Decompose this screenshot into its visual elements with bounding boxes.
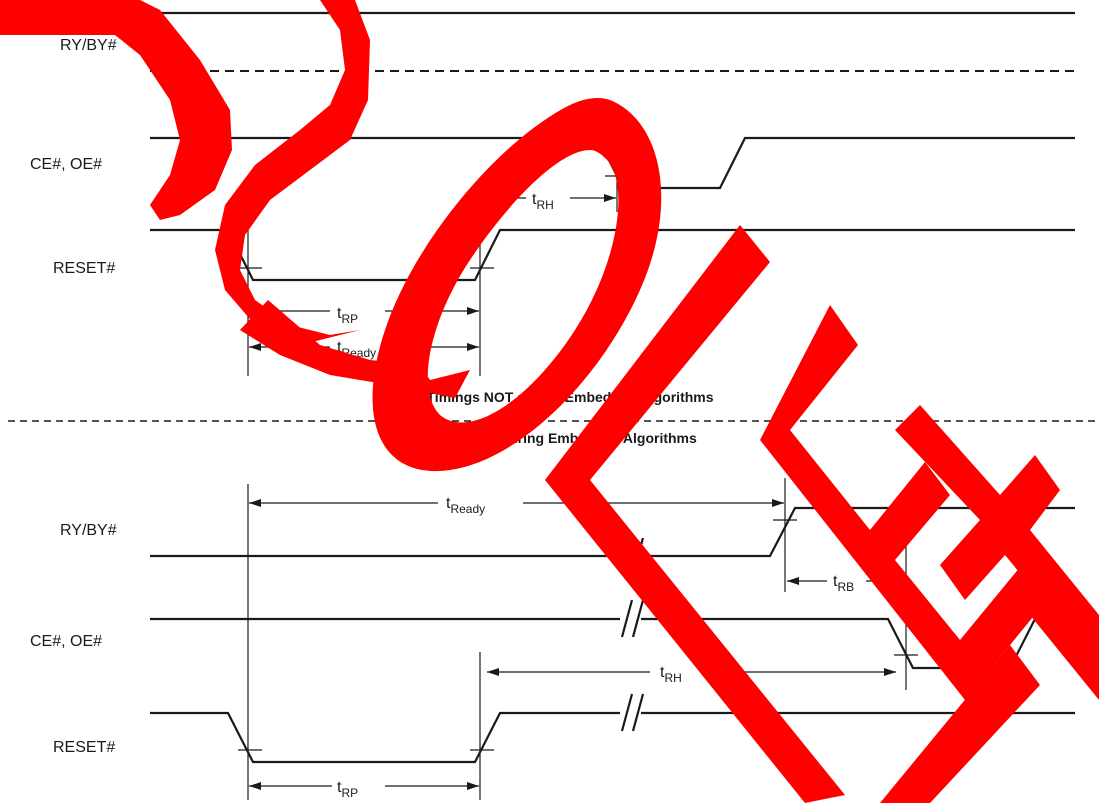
watermark-letter-l bbox=[545, 225, 845, 803]
watermark-letter-o bbox=[372, 97, 662, 472]
bottom-trh-label: tRH bbox=[660, 664, 682, 685]
bottom-ryby-label: RY/BY# bbox=[60, 522, 117, 539]
top-reset-label: RESET# bbox=[53, 260, 115, 277]
bottom-trb-label: tRB bbox=[833, 573, 854, 594]
watermark-letter-s bbox=[215, 0, 370, 345]
bottom-tready-label: tReady bbox=[446, 495, 485, 516]
top-trh-label: tRH bbox=[532, 191, 554, 212]
bottom-reset-label: RESET# bbox=[53, 739, 115, 756]
watermark-letter-e bbox=[760, 305, 1055, 700]
bottom-trp-label: tRP bbox=[337, 779, 358, 800]
top-ceoe-label: CE#, OE# bbox=[30, 156, 102, 173]
top-ryby-label: RY/BY# bbox=[60, 37, 117, 54]
bottom-ceoe-label: CE#, OE# bbox=[30, 633, 102, 650]
watermark-letter-t2 bbox=[1030, 580, 1099, 700]
bottom-ceoe-break-marker bbox=[620, 599, 645, 638]
bottom-reset-break-marker bbox=[620, 693, 645, 732]
bottom-reset-trace-left bbox=[150, 711, 620, 764]
watermark-letter-t2-stem bbox=[880, 645, 1040, 803]
watermark-letter-b bbox=[0, 0, 232, 220]
top-trp-label: tRP bbox=[337, 305, 358, 326]
top-reset-trace bbox=[150, 228, 1075, 282]
